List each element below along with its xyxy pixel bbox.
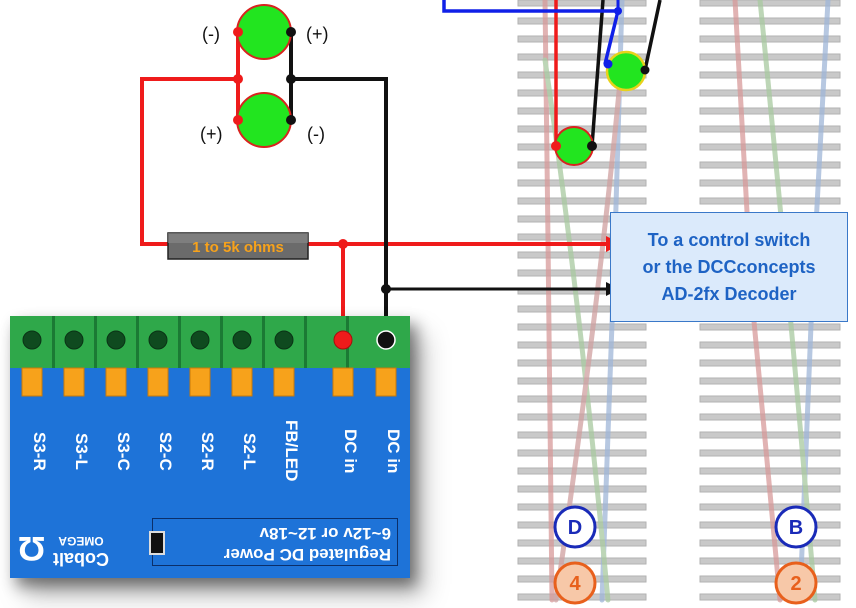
terminal-label-6: S2-L xyxy=(240,432,259,470)
board-terminals xyxy=(10,316,410,397)
cobalt-omega-board: S3-R S3-L S3-C S2-C S2-R S2-L FB/LED DC … xyxy=(10,316,410,578)
power-line-1: Regulated DC Power xyxy=(223,545,391,564)
terminal-label-4: S2-C xyxy=(156,431,175,471)
terminal-label-7: FB/LED xyxy=(282,420,301,482)
terminal-label-9: DC in xyxy=(384,428,403,474)
led-track-upper xyxy=(603,50,650,92)
led-top-left-label: (-) xyxy=(202,24,220,44)
resistor: 1 to 5k ohms xyxy=(167,232,309,260)
switch-icon xyxy=(149,531,165,555)
terminal-label-1: S3-R xyxy=(30,431,49,471)
led-track-lower xyxy=(551,126,597,166)
info-line-1: To a control switch xyxy=(647,229,811,250)
terminal-label-3: S3-C xyxy=(114,431,133,471)
info-line-3: AD-2fx Decoder xyxy=(661,283,797,304)
power-spec-box: Regulated DC Power 6~12v or 12~18v xyxy=(149,518,398,566)
junction-dots xyxy=(233,7,622,294)
svg-text:D: D xyxy=(568,517,582,539)
info-line-2: or the DCCconcepts xyxy=(642,256,816,277)
info-box-destination: To a control switch or the DCCconcepts A… xyxy=(610,212,848,322)
badge-left-letter: D xyxy=(553,505,597,549)
led-bottom-left-label: (+) xyxy=(200,124,223,144)
omega-icon: Ω xyxy=(18,529,46,567)
svg-text:2: 2 xyxy=(790,573,801,595)
terminal-label-2: S3-L xyxy=(72,432,91,470)
led-bottom xyxy=(233,92,296,148)
svg-text:4: 4 xyxy=(569,573,581,595)
terminal-label-5: S2-R xyxy=(198,431,217,471)
wire-black-network xyxy=(289,0,662,338)
badge-right-number: 2 xyxy=(774,561,818,605)
resistor-label: 1 to 5k ohms xyxy=(192,239,284,256)
led-bottom-right-label: (-) xyxy=(307,124,325,144)
brand-logo: Cobalt OMEGA Ω xyxy=(16,526,146,570)
terminal-label-8: DC in xyxy=(341,428,360,474)
badge-right-letter: B xyxy=(774,505,818,549)
led-top xyxy=(233,4,296,60)
power-line-2: 6~12v or 12~18v xyxy=(259,524,391,543)
led-top-right-label: (+) xyxy=(306,24,329,44)
wire-red-network xyxy=(140,0,606,338)
badge-left-number: 4 xyxy=(553,561,597,605)
svg-text:B: B xyxy=(789,517,803,539)
